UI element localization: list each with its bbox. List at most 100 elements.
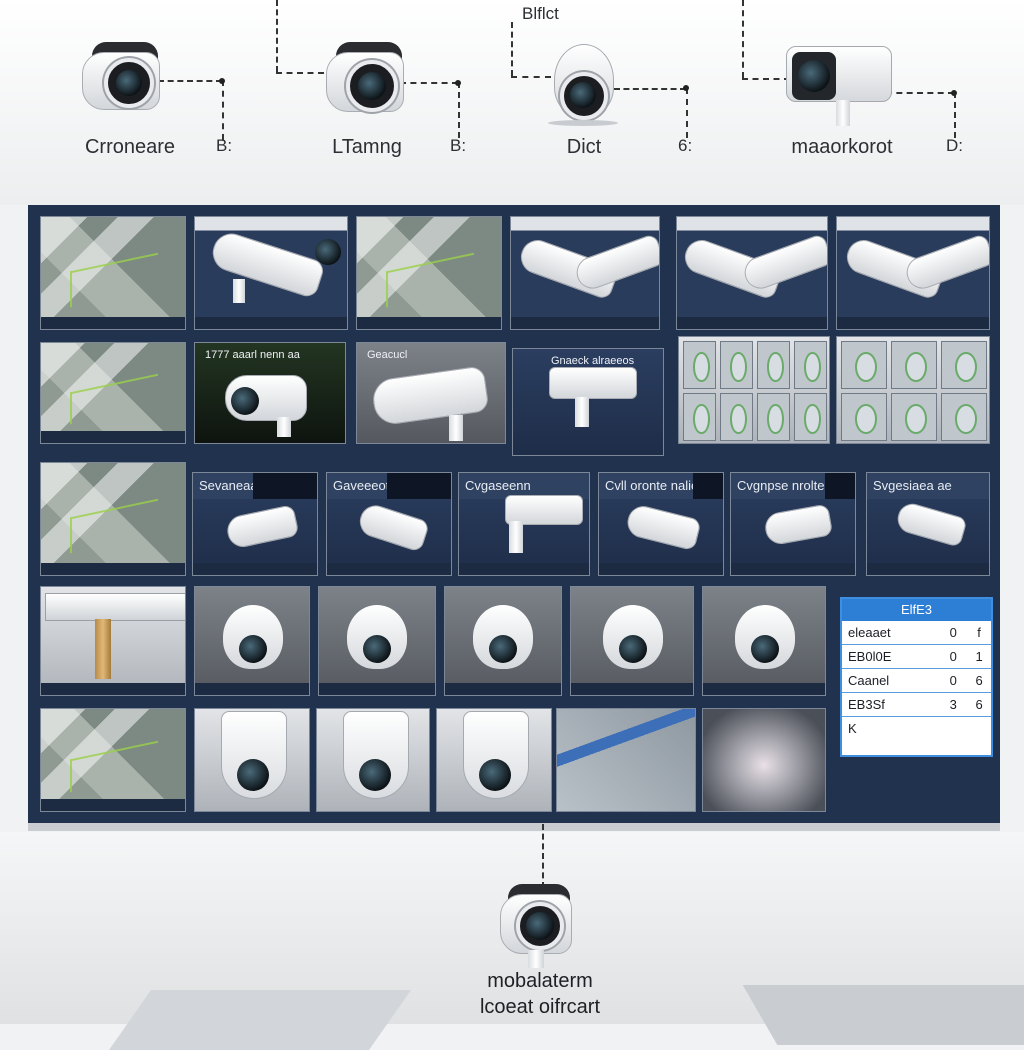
camera-feed-tile[interactable] [510,216,660,330]
video-feed-tile[interactable] [702,708,826,812]
table-row[interactable]: K [842,717,991,740]
dome-feed-tile[interactable] [436,708,552,812]
connector-line [276,0,278,72]
connector-line [511,76,551,78]
dome-feed-tile[interactable] [444,586,562,696]
camera-tag-3: 6: [678,136,693,155]
tile-status-bar [195,317,347,329]
mini-feed[interactable] [891,341,937,389]
connector-dot [455,80,461,86]
tile-status-bar [837,317,989,329]
camera-body [370,365,490,427]
mini-feed[interactable] [720,393,753,441]
camera-feed-tile[interactable]: Gnaeck alraeeos [512,348,664,456]
map-tile[interactable] [40,342,186,444]
tile-status-bar [511,317,659,329]
tile-status-bar [867,563,989,575]
mini-feed[interactable] [757,393,790,441]
mini-feed[interactable] [683,393,716,441]
camera-housing [45,593,185,621]
camera-tag-1: B: [216,136,233,155]
camera-grid-tile[interactable] [678,336,830,444]
map-tile[interactable] [40,216,186,330]
dome-feed-tile[interactable] [318,586,436,696]
camera-pole [95,619,111,679]
camera-feed-tile[interactable]: Geacucl [356,342,506,444]
dome-feed-tile[interactable] [702,586,826,696]
camera-lens-icon [239,635,267,663]
tile-status-bar [319,683,435,695]
connector-line [614,88,686,90]
site-map-tile[interactable] [556,708,696,812]
connector-line [400,82,458,84]
mini-feed[interactable] [941,393,987,441]
camera-feed-tile[interactable]: Gaveeeota nrolte [326,472,452,576]
mini-feed[interactable] [720,341,753,389]
lens-core [358,72,386,100]
dome-feed-tile[interactable] [570,586,694,696]
camera-feed-tile[interactable] [194,216,348,330]
camera-feed-tile[interactable]: Sevaneaat nrolte [192,472,318,576]
map-tile[interactable] [40,708,186,812]
camera-body [740,232,827,294]
connector-line [511,22,513,76]
camera-label-3: Dict [566,136,602,158]
table-cell: 1 [975,649,983,664]
map-tile[interactable] [356,216,502,330]
connector-line [458,82,460,138]
camera-feed-tile[interactable] [836,216,990,330]
dome-feed-tile[interactable] [316,708,430,812]
dome-feed-tile[interactable] [194,708,310,812]
camera-lens-icon [237,759,269,791]
camera-lens-icon [363,635,391,663]
connector-line [542,824,544,888]
camera-lens-icon [231,387,259,415]
tile-header-text: Cvll oronte nalie [605,478,699,493]
camera-body [624,502,702,552]
camera-lens-icon [798,60,830,92]
mini-feed[interactable] [683,341,716,389]
bottom-label-line1: mobalaterm [487,970,593,992]
mini-feed[interactable] [757,341,790,389]
connector-dot [951,90,957,96]
camera-body [549,367,637,399]
mini-feed[interactable] [891,393,937,441]
tile-status-bar [357,317,501,329]
table-cell: Caanel [848,673,890,688]
table-cell: 0 [949,673,957,688]
camera-body [572,232,659,294]
camera-grid-tile[interactable] [836,336,990,444]
camera-lens-icon [315,239,341,265]
connector-line [742,78,790,80]
mini-feed[interactable] [941,341,987,389]
tile-status-bar [703,683,825,695]
camera-feed-tile[interactable] [676,216,828,330]
mini-feed[interactable] [794,393,827,441]
camera-label-2: LTamng [332,136,402,158]
camera-feed-tile[interactable]: Cvgaseenn [458,472,590,576]
mini-feed[interactable] [794,341,827,389]
camera-feed-tile[interactable]: Cvll oronte nalie [598,472,724,576]
camera-feed-tile[interactable]: Svgesiaea ae [866,472,990,576]
tile-caption: Gnaeck alraeeos [551,355,635,367]
tile-status-bar [599,563,723,575]
mini-feed[interactable] [841,393,887,441]
mini-feed[interactable] [841,341,887,389]
camera-feed-tile[interactable]: 1777 aaarl nenn aa [194,342,346,444]
tile-caption: Geacucl [367,349,408,361]
camera-lens-icon [560,72,608,120]
top-title: Blflct [522,4,559,23]
tile-status-bar [41,563,185,575]
camera-feed-tile[interactable]: Cvgnpse nrolte [730,472,856,576]
table-cell: f [977,625,981,640]
tile-status-bar [193,563,317,575]
connector-dot [683,85,689,91]
camera-feed-tile[interactable] [40,586,186,696]
header-block [693,473,723,499]
dome-feed-tile[interactable] [194,586,310,696]
map-tile[interactable] [40,462,186,576]
